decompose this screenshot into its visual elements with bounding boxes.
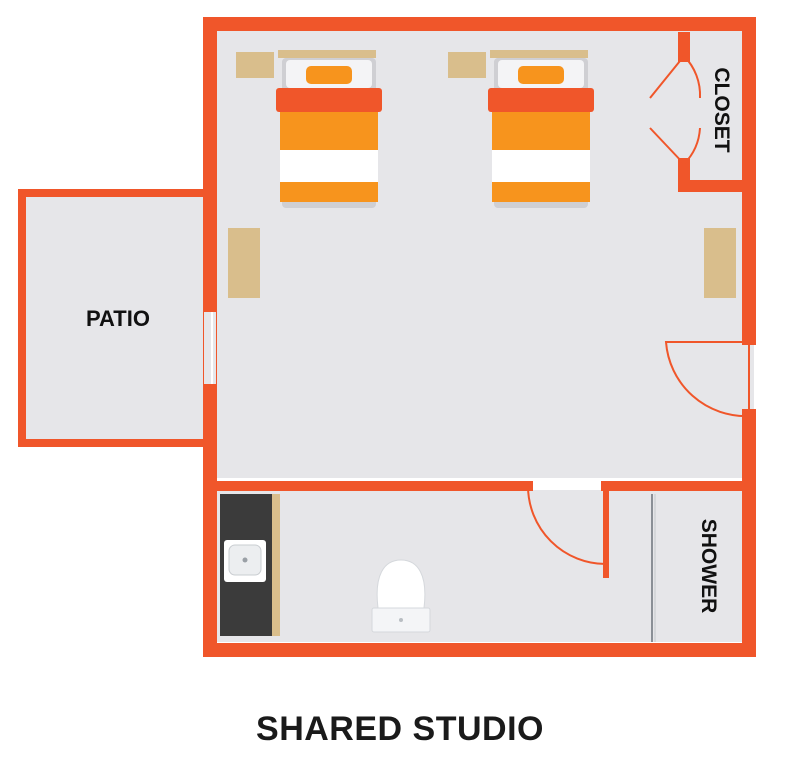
closet-wall-lower [678, 158, 748, 192]
patio-walls [18, 189, 210, 447]
closet-floor [690, 38, 740, 180]
vanity-edge [272, 494, 280, 636]
nightstand-icon [448, 52, 486, 78]
patio-door-opening [204, 312, 216, 384]
dresser-icon [228, 228, 260, 298]
closet-label: CLOSET [710, 67, 733, 152]
plan-title: SHARED STUDIO [256, 710, 544, 748]
patio-label: PATIO [86, 306, 150, 331]
headboard-shelf [278, 50, 376, 58]
closet-door-swing-top [649, 55, 702, 99]
nightstand-icon [236, 52, 274, 78]
entry-door-swing [664, 341, 750, 418]
headboard-shelf [490, 50, 588, 58]
patio-floor [22, 193, 208, 443]
bed-icon [488, 58, 594, 208]
bathroom-floor [214, 490, 746, 642]
sink-icon [224, 540, 266, 582]
door-swings [527, 55, 750, 565]
bathroom-door-swing [527, 485, 607, 565]
shower-label: SHOWER [697, 519, 720, 614]
bed-icon [276, 58, 382, 208]
toilet-icon [371, 559, 431, 633]
dresser-icon [704, 228, 736, 298]
closet-door-swing-bottom [649, 127, 701, 165]
